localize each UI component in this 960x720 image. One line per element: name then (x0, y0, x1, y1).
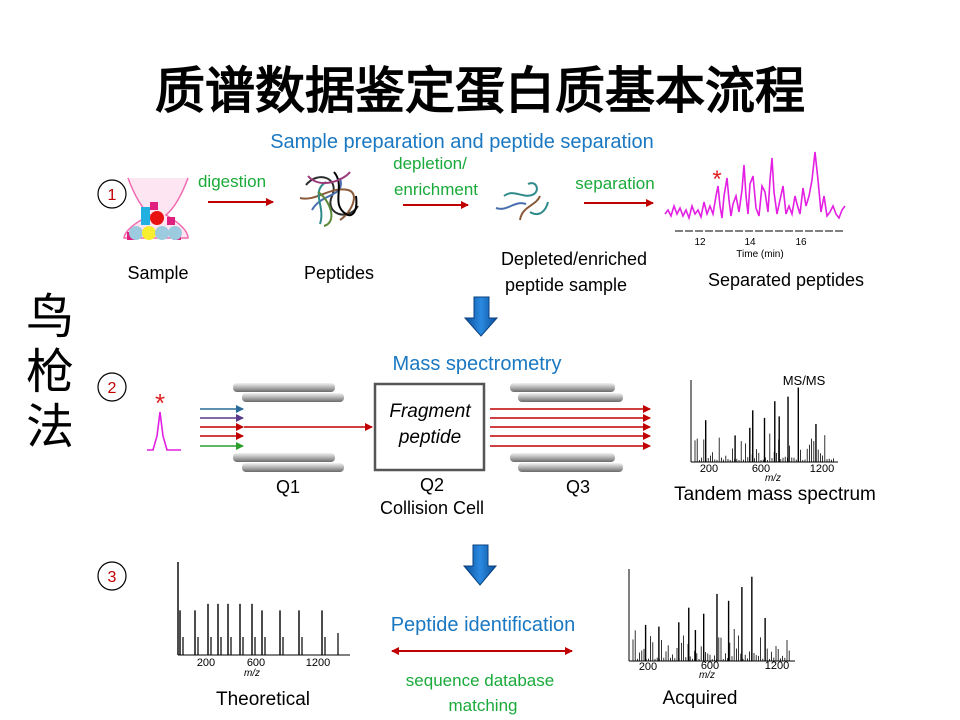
msms-tick-200: 200 (700, 463, 718, 475)
fragment-ion-arrows (490, 405, 651, 450)
peptides-label: Peptides (304, 263, 374, 283)
step1-heading: Sample preparation and peptide separatio… (270, 131, 654, 153)
acquired-tick-200: 200 (639, 661, 657, 673)
chromatogram-tick-14: 14 (744, 237, 756, 248)
separated-peptides-label: Separated peptides (708, 270, 864, 290)
side-label-char-1: 鸟 (26, 289, 74, 345)
down-arrow-icon-2 (462, 544, 498, 586)
side-label-char-2: 枪 (26, 344, 74, 400)
fragment-label-line2: peptide (398, 427, 461, 448)
side-label-char-3: 法 (26, 399, 74, 455)
depletion-label-line2: enrichment (394, 180, 478, 199)
separation-label: separation (575, 174, 654, 193)
step2-number-badge (97, 372, 127, 402)
depleted-label-line1: Depleted/enriched (501, 249, 647, 269)
chromatogram: * (664, 151, 846, 232)
msms-label: MS/MS (783, 373, 826, 388)
acquired-spectrum (628, 569, 795, 662)
matching-label-line1: sequence database (406, 671, 554, 690)
theoretical-spectrum (177, 562, 350, 656)
down-arrow-icon-1 (463, 296, 499, 337)
step3-number-badge (97, 561, 127, 591)
acquired-mz-label: m/z (699, 670, 715, 681)
fragment-label-line1: Fragment (389, 401, 471, 422)
acquired-tick-1200: 1200 (765, 660, 789, 672)
theoretical-tick-1200: 1200 (306, 657, 330, 669)
q2-label: Q2 (420, 475, 444, 495)
depletion-label-line1: depletion/ (393, 154, 467, 173)
chromatogram-star-icon: * (712, 166, 721, 193)
theoretical-tick-600: 600 (247, 657, 265, 669)
depleted-label-line2: peptide sample (505, 275, 627, 295)
chromatogram-xlabel: Time (min) (736, 249, 783, 260)
acquired-label: Acquired (663, 688, 738, 709)
sample-label: Sample (127, 263, 188, 283)
step2-heading: Mass spectrometry (393, 353, 562, 375)
tandem-spectrum-label: Tandem mass spectrum (674, 484, 876, 505)
slide-title: 质谱数据鉴定蛋白质基本流程 (155, 62, 805, 120)
acquired-tick-600: 600 (701, 660, 719, 672)
matching-label-line2: matching (449, 696, 518, 715)
msms-spectrum (690, 380, 838, 463)
step3-number: 3 (108, 569, 117, 586)
precursor-peak (147, 411, 181, 451)
msms-mz-label: m/z (765, 473, 781, 484)
theoretical-mz-label: m/z (244, 668, 260, 679)
q1-label: Q1 (276, 477, 300, 497)
chromatogram-tick-16: 16 (795, 237, 807, 248)
q1-quadrupole (233, 383, 344, 472)
digestion-label: digestion (198, 172, 266, 191)
msms-tick-1200: 1200 (810, 463, 834, 475)
collision-cell-label: Collision Cell (380, 498, 484, 518)
chromatogram-tick-12: 12 (694, 237, 706, 248)
step1-number-badge (97, 179, 127, 209)
msms-tick-600: 600 (752, 463, 770, 475)
collision-cell-box (373, 382, 486, 472)
q3-quadrupole (510, 383, 623, 472)
peptides-icon (299, 171, 359, 227)
theoretical-tick-200: 200 (197, 657, 215, 669)
precursor-star-icon: * (155, 388, 165, 418)
q3-label: Q3 (566, 477, 590, 497)
theoretical-label: Theoretical (216, 689, 310, 710)
depleted-sample-icon (495, 182, 549, 221)
step1-number: 1 (108, 187, 117, 204)
step3-heading: Peptide identification (391, 614, 576, 636)
step2-number: 2 (108, 380, 117, 397)
sample-funnel-icon (123, 177, 189, 240)
